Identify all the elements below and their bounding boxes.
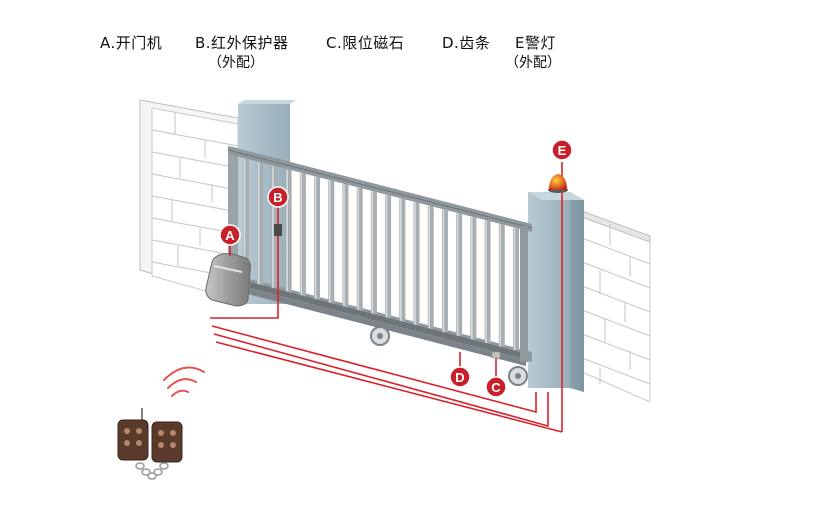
- legend-b-sub: （外配）: [208, 55, 264, 71]
- warning-lamp: [548, 174, 568, 193]
- marker-c-label: C: [491, 380, 501, 395]
- marker-a: A: [219, 224, 241, 246]
- marker-e-label: E: [558, 143, 567, 158]
- gate-wheels: [370, 326, 528, 386]
- marker-c: C: [485, 376, 507, 398]
- right-pillar: [528, 192, 584, 392]
- remote-controls: [117, 408, 183, 480]
- marker-a-label: A: [225, 228, 235, 243]
- marker-e: E: [551, 139, 573, 161]
- wireless-signal-icon: [163, 366, 205, 397]
- legend-d: D.齿条: [442, 34, 491, 52]
- marker-b-label: B: [273, 190, 282, 205]
- gate-opener-motor: [205, 253, 251, 307]
- legend-a: A.开门机: [100, 34, 163, 52]
- legend-c: C.限位磁石: [326, 34, 405, 52]
- marker-d: D: [449, 366, 471, 388]
- infrared-sensor: [274, 224, 282, 236]
- legend-e: E警灯: [515, 34, 556, 52]
- legend-b: B.红外保护器: [195, 34, 289, 52]
- legend-e-sub: （外配）: [505, 55, 561, 71]
- marker-b: B: [267, 186, 289, 208]
- limit-magnet: [491, 351, 501, 359]
- sliding-gate: [227, 146, 533, 366]
- marker-d-label: D: [455, 370, 464, 385]
